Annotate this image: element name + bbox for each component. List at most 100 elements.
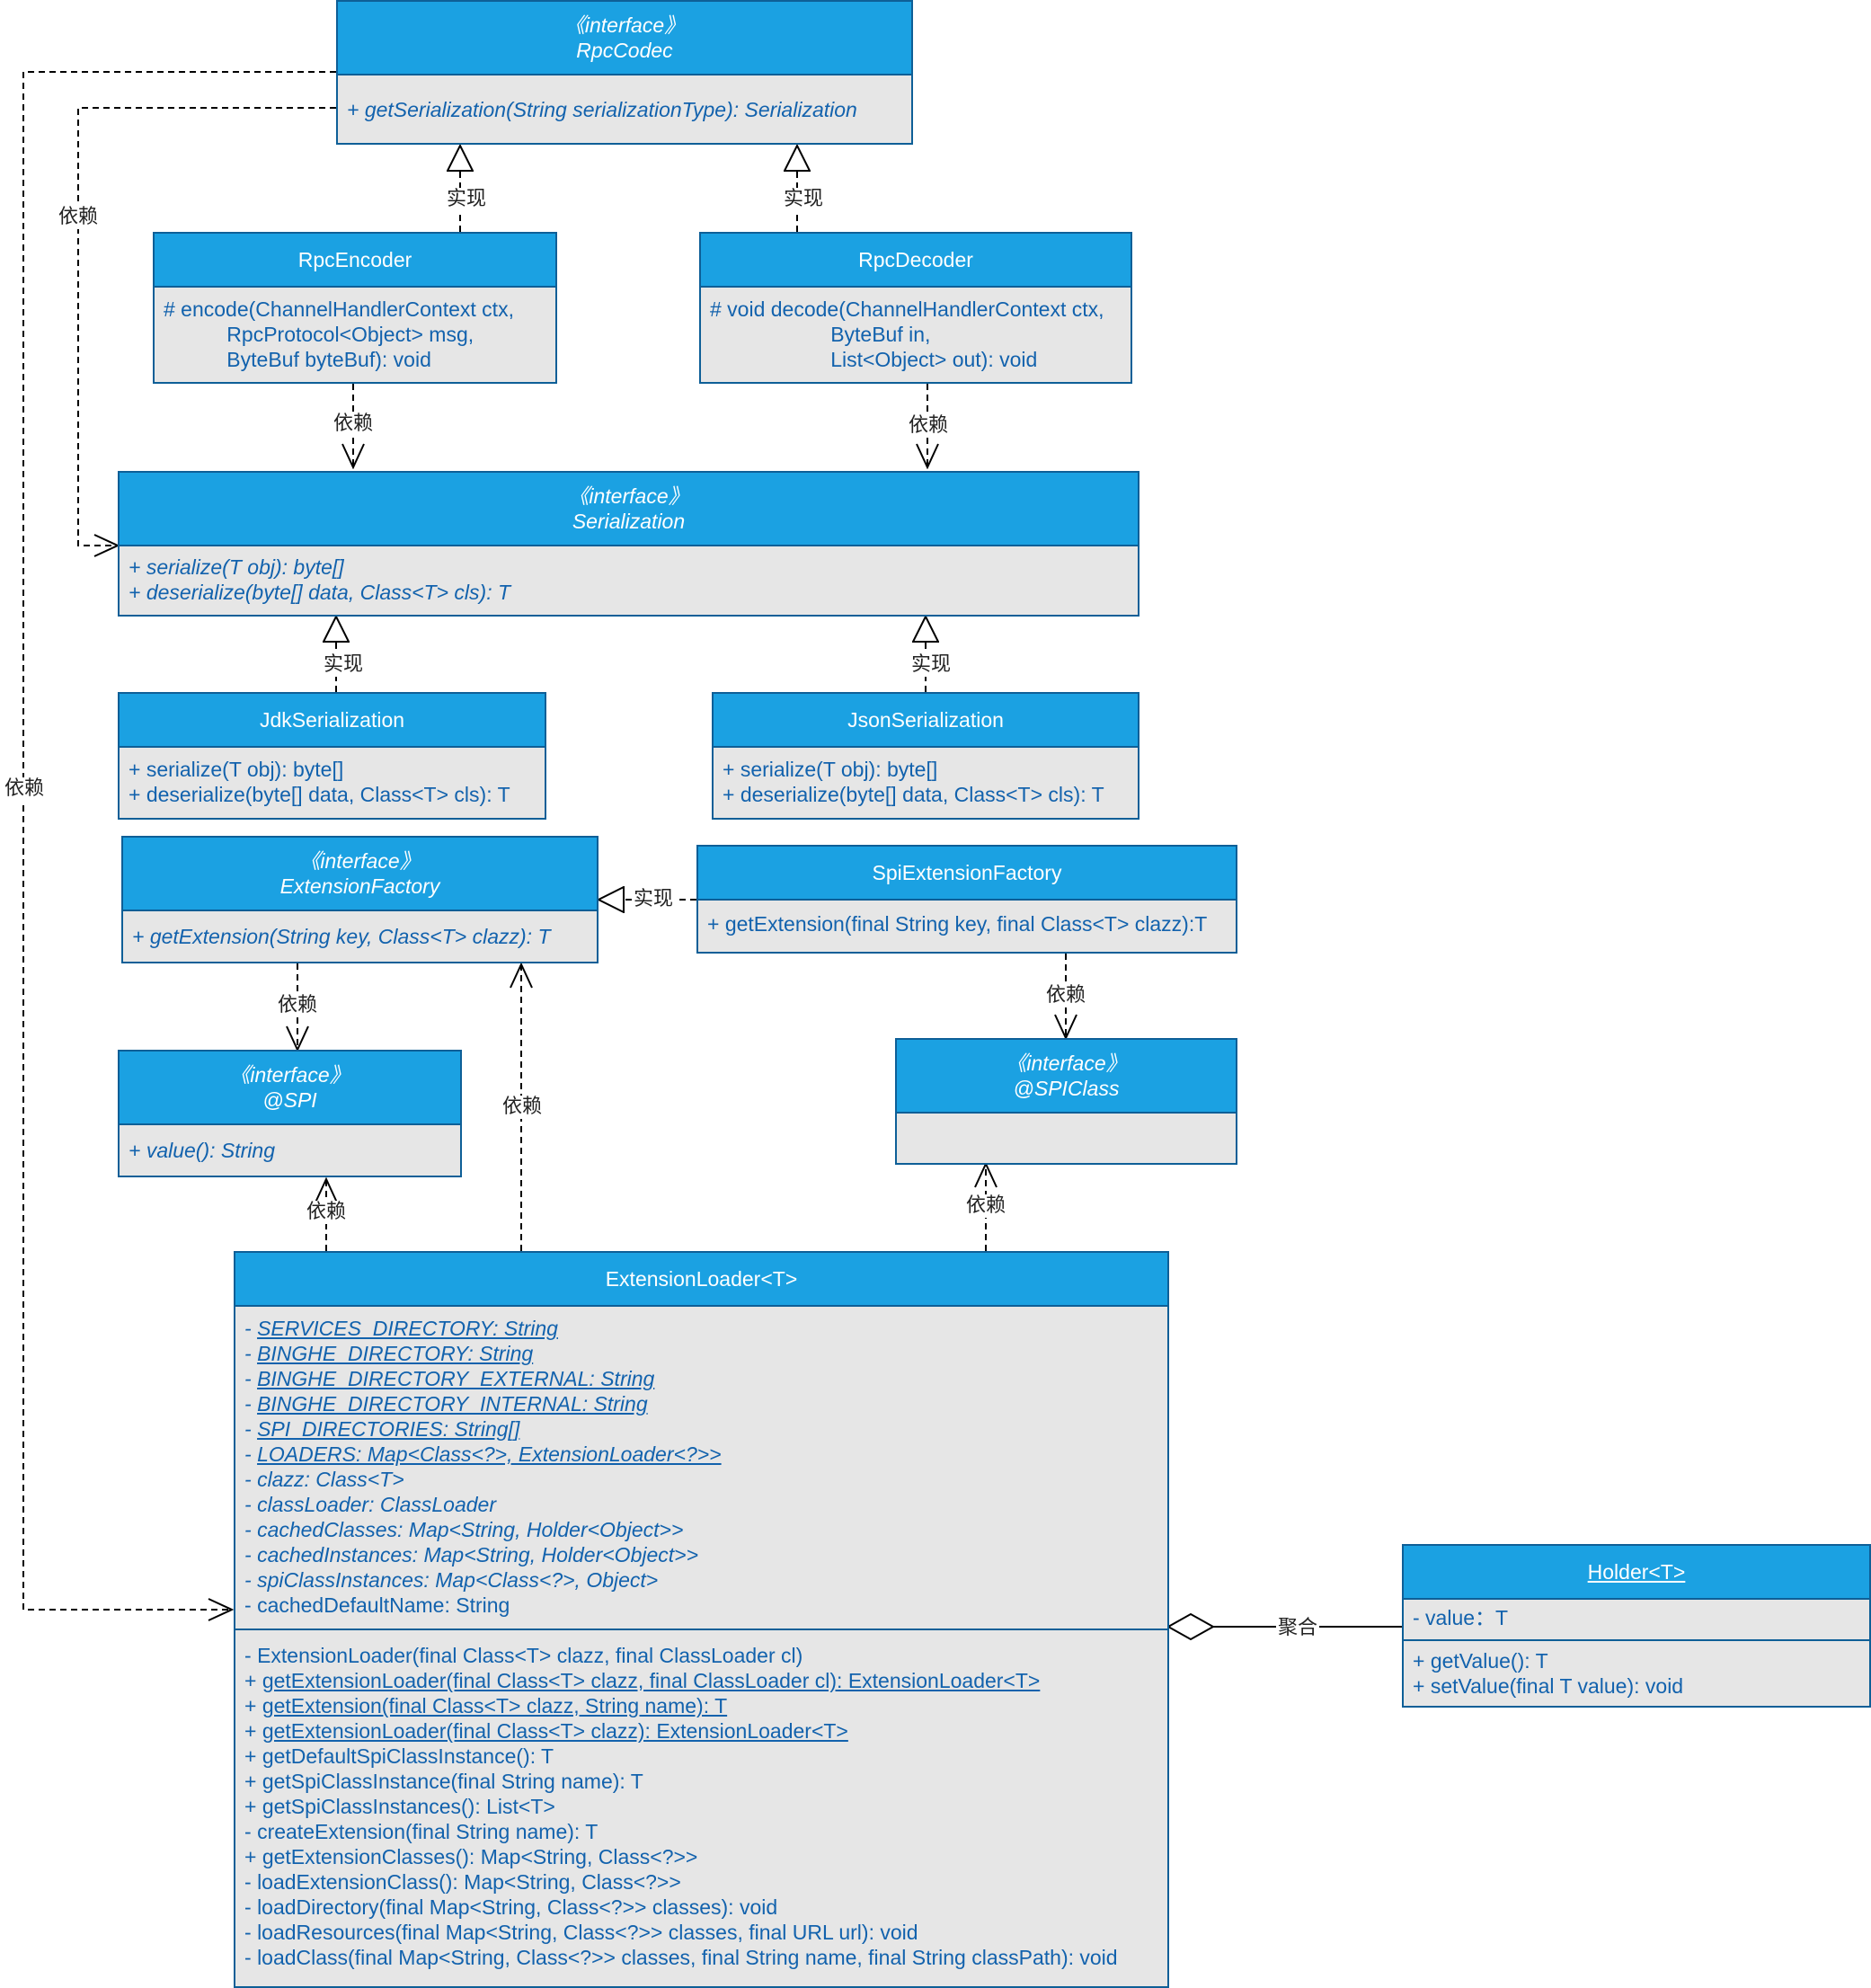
method-row: + value(): String bbox=[129, 1139, 275, 1162]
class-header: ExtensionLoader<T> bbox=[235, 1253, 1167, 1307]
class-name: SpiExtensionFactory bbox=[872, 861, 1062, 884]
label-depend-factory-spi: 依赖 bbox=[275, 994, 320, 1017]
field-signature: LOADERS: Map<Class<?>, ExtensionLoader<?… bbox=[257, 1442, 722, 1466]
stereotype: 《interface》 bbox=[563, 13, 686, 37]
class-rpc-codec[interactable]: 《interface》 RpcCodec + getSerialization(… bbox=[336, 0, 913, 145]
method-row: - loadDirectory(final Map<String, Class<… bbox=[244, 1895, 1158, 1920]
class-json-serialization[interactable]: JsonSerialization + serialize(T obj): by… bbox=[712, 692, 1139, 820]
method-signature: ExtensionLoader(final Class<T> clazz, fi… bbox=[257, 1644, 803, 1667]
field-visibility: - bbox=[244, 1568, 258, 1592]
methods-section: + serialize(T obj): byte[] + deserialize… bbox=[120, 546, 1138, 612]
method-visibility: - bbox=[244, 1921, 258, 1944]
method-row: + serialize(T obj): byte[] bbox=[723, 758, 938, 781]
label-depend-loader-spi: 依赖 bbox=[304, 1201, 349, 1224]
field-visibility: - bbox=[244, 1367, 258, 1390]
method-signature: getSpiClassInstances(): List<T> bbox=[262, 1795, 555, 1818]
method-row: + deserialize(byte[] data, Class<T> cls)… bbox=[129, 581, 511, 604]
class-header: 《interface》 ExtensionFactory bbox=[123, 838, 597, 911]
class-name: Holder<T> bbox=[1587, 1560, 1686, 1584]
class-name: @SPI bbox=[262, 1088, 317, 1112]
label-depend-codec-serialization: 依赖 bbox=[56, 206, 101, 229]
method-row: ByteBuf byteBuf): void bbox=[164, 348, 431, 371]
class-spi-extension-factory[interactable]: SpiExtensionFactory + getExtension(final… bbox=[696, 845, 1237, 954]
label-realize-jdk: 实现 bbox=[321, 653, 366, 677]
field-signature: BINGHE_DIRECTORY: String bbox=[257, 1342, 534, 1365]
methods-section: + serialize(T obj): byte[] + deserialize… bbox=[120, 748, 545, 814]
class-header: JsonSerialization bbox=[714, 694, 1138, 748]
label-realize-decoder: 实现 bbox=[781, 188, 826, 211]
field-signature: cachedDefaultName: String bbox=[257, 1593, 510, 1617]
method-signature: createExtension(final String name): T bbox=[257, 1820, 599, 1843]
method-signature: getDefaultSpiClassInstance(): T bbox=[262, 1744, 554, 1768]
class-extension-factory[interactable]: 《interface》 ExtensionFactory + getExtens… bbox=[121, 836, 599, 963]
method-row: + getExtensionLoader(final Class<T> claz… bbox=[244, 1718, 1158, 1744]
class-header: Holder<T> bbox=[1404, 1546, 1869, 1600]
method-visibility: + bbox=[244, 1669, 262, 1692]
field-signature: spiClassInstances: Map<Class<?>, Object> bbox=[257, 1568, 659, 1592]
field-visibility: - bbox=[244, 1468, 258, 1491]
field-row: - value：T bbox=[1413, 1606, 1509, 1629]
class-extension-loader[interactable]: ExtensionLoader<T> - SERVICES_DIRECTORY:… bbox=[234, 1251, 1169, 1988]
method-signature: loadDirectory(final Map<String, Class<?>… bbox=[257, 1895, 778, 1919]
method-row: + getSpiClassInstance(final String name)… bbox=[244, 1769, 1158, 1794]
method-row: + getExtensionClasses(): Map<String, Cla… bbox=[244, 1844, 1158, 1869]
class-rpc-decoder[interactable]: RpcDecoder # void decode(ChannelHandlerC… bbox=[699, 232, 1132, 384]
class-holder[interactable]: Holder<T> - value：T + getValue(): T + se… bbox=[1402, 1544, 1871, 1708]
method-visibility: - bbox=[244, 1820, 258, 1843]
field-signature: clazz: Class<T> bbox=[257, 1468, 404, 1491]
class-header: JdkSerialization bbox=[120, 694, 545, 748]
field-row: - cachedDefaultName: String bbox=[244, 1593, 1158, 1618]
field-signature: BINGHE_DIRECTORY_EXTERNAL: String bbox=[257, 1367, 655, 1390]
fields-section: - value：T bbox=[1404, 1600, 1869, 1639]
method-row: + setValue(final T value): void bbox=[1413, 1674, 1684, 1698]
class-name: ExtensionLoader<T> bbox=[605, 1267, 798, 1291]
method-row: - loadResources(final Map<String, Class<… bbox=[244, 1920, 1158, 1945]
class-jdk-serialization[interactable]: JdkSerialization + serialize(T obj): byt… bbox=[118, 692, 546, 820]
method-visibility: + bbox=[244, 1845, 262, 1868]
class-header: 《interface》 Serialization bbox=[120, 473, 1138, 546]
class-spi-class[interactable]: 《interface》 @SPIClass bbox=[895, 1038, 1237, 1165]
field-visibility: - bbox=[244, 1493, 258, 1516]
methods-section: + getValue(): T + setValue(final T value… bbox=[1404, 1639, 1869, 1706]
label-depend-loader-spiclass: 依赖 bbox=[963, 1194, 1008, 1218]
field-visibility: - bbox=[244, 1543, 258, 1566]
method-row: - loadExtensionClass(): Map<String, Clas… bbox=[244, 1869, 1158, 1895]
method-row: - createExtension(final String name): T bbox=[244, 1819, 1158, 1844]
method-signature: getExtensionLoader(final Class<T> clazz,… bbox=[262, 1669, 1041, 1692]
label-depend-decoder: 依赖 bbox=[906, 414, 951, 438]
class-name: RpcCodec bbox=[576, 39, 673, 62]
method-signature: getExtensionClasses(): Map<String, Class… bbox=[262, 1845, 698, 1868]
field-signature: SPI_DIRECTORIES: String[] bbox=[257, 1417, 520, 1441]
method-visibility: - bbox=[244, 1895, 258, 1919]
stereotype: 《interface》 bbox=[1006, 1052, 1127, 1075]
stereotype: 《interface》 bbox=[568, 484, 689, 508]
method-visibility: + bbox=[244, 1795, 262, 1818]
field-row: - classLoader: ClassLoader bbox=[244, 1492, 1158, 1517]
method-row: + getExtension(String key, Class<T> claz… bbox=[132, 925, 551, 948]
method-row: # void decode(ChannelHandlerContext ctx, bbox=[710, 297, 1104, 321]
class-header: 《interface》 @SPIClass bbox=[897, 1040, 1236, 1114]
label-depend-codec-loader: 依赖 bbox=[2, 777, 47, 801]
class-serialization[interactable]: 《interface》 Serialization + serialize(T … bbox=[118, 471, 1139, 617]
field-visibility: - bbox=[244, 1518, 258, 1541]
methods-section: # encode(ChannelHandlerContext ctx, RpcP… bbox=[155, 288, 555, 379]
field-visibility: - bbox=[244, 1593, 258, 1617]
label-realize-encoder: 实现 bbox=[444, 188, 489, 211]
field-visibility: - bbox=[244, 1392, 258, 1416]
method-row: + getExtension(final Class<T> clazz, Str… bbox=[244, 1693, 1158, 1718]
field-visibility: - bbox=[244, 1442, 258, 1466]
label-realize-spi-factory: 实现 bbox=[631, 888, 676, 911]
class-name: JsonSerialization bbox=[847, 708, 1004, 732]
method-row: + getSpiClassInstances(): List<T> bbox=[244, 1794, 1158, 1819]
methods-section: # void decode(ChannelHandlerContext ctx,… bbox=[701, 288, 1131, 379]
label-depend-encoder: 依赖 bbox=[331, 413, 376, 436]
field-visibility: - bbox=[244, 1317, 258, 1340]
method-visibility: - bbox=[244, 1644, 258, 1667]
method-signature: loadClass(final Map<String, Class<?>> cl… bbox=[257, 1946, 1118, 1969]
class-rpc-encoder[interactable]: RpcEncoder # encode(ChannelHandlerContex… bbox=[153, 232, 557, 384]
field-signature: SERVICES_DIRECTORY: String bbox=[257, 1317, 558, 1340]
class-spi[interactable]: 《interface》 @SPI + value(): String bbox=[118, 1050, 462, 1177]
field-row: - SPI_DIRECTORIES: String[] bbox=[244, 1416, 1158, 1442]
method-row: ByteBuf in, bbox=[710, 323, 931, 346]
field-row: - BINGHE_DIRECTORY_INTERNAL: String bbox=[244, 1391, 1158, 1416]
